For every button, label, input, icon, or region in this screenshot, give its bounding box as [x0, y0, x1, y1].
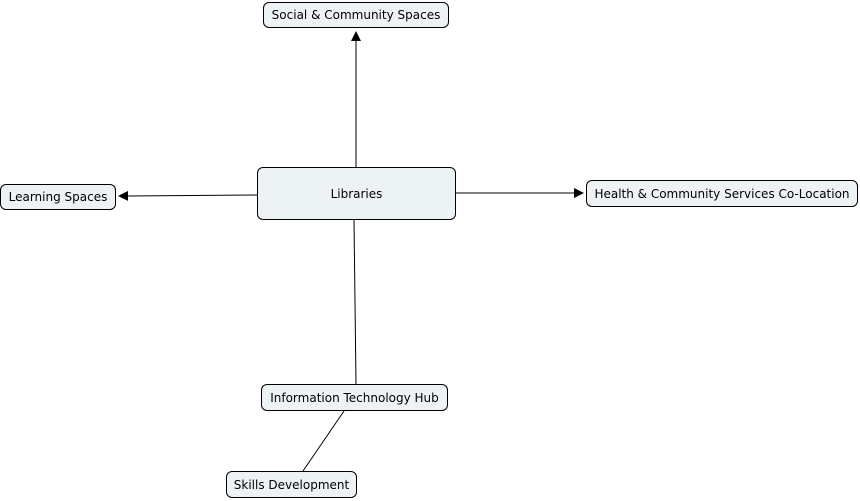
node-label: Skills Development — [233, 477, 350, 492]
node-label: Learning Spaces — [8, 190, 108, 204]
node-label: Health & Community Services Co-Location — [594, 186, 850, 201]
node-health-community-services[interactable]: Health & Community Services Co-Location — [586, 180, 858, 207]
node-libraries[interactable]: Libraries — [257, 167, 456, 220]
node-social-community-spaces[interactable]: Social & Community Spaces — [263, 2, 449, 28]
node-label: Social & Community Spaces — [271, 8, 441, 22]
node-label: Libraries — [330, 186, 383, 201]
edge-libraries-to-it — [353, 219, 357, 385]
edge-it-to-skills — [302, 410, 345, 472]
node-label: Information Technology Hub — [270, 390, 439, 405]
node-skills-development[interactable]: Skills Development — [226, 471, 357, 498]
node-learning-spaces[interactable]: Learning Spaces — [0, 184, 116, 210]
edge-libraries-to-learning — [118, 190, 258, 201]
node-information-technology-hub[interactable]: Information Technology Hub — [261, 384, 448, 411]
